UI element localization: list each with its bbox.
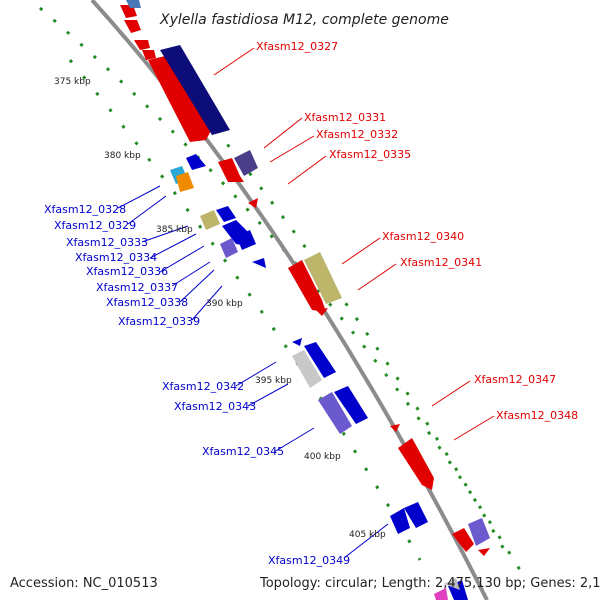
leader-0342 xyxy=(235,361,277,387)
tick-label: 380 kbp xyxy=(104,151,141,161)
top-partial-genes xyxy=(120,0,156,60)
gene-label[interactable]: Xfasm12_0342 xyxy=(162,380,244,393)
gene-label[interactable]: Xfasm12_0328 xyxy=(44,203,126,216)
gene-xfasm12-0339 xyxy=(252,258,266,268)
leader-0345 xyxy=(273,427,315,453)
leader-0337 xyxy=(171,261,211,287)
tick-label: 400 kbp xyxy=(304,452,341,462)
gene-xfasm12-0337 xyxy=(220,238,238,258)
gene-xfasm12-0330 xyxy=(186,154,206,170)
gene-label[interactable]: Xfasm12_0334 xyxy=(75,251,157,264)
gene-xfasm12-0340-tail xyxy=(316,308,328,316)
gene-label[interactable]: Xfasm12_0332 xyxy=(316,128,398,141)
leader-0331 xyxy=(263,117,303,149)
map-title: Xylella fastidiosa M12, complete genome xyxy=(159,12,449,28)
gene-bottom-pink xyxy=(434,588,448,600)
leader-0328 xyxy=(117,185,161,209)
tick-label: 375 kbp xyxy=(54,77,91,87)
leader-0343 xyxy=(247,383,289,407)
gene-label[interactable]: Xfasm12_0345 xyxy=(202,445,284,458)
gene-partial-top-5 xyxy=(142,50,156,60)
gene-xfasm12-0349-b xyxy=(404,502,428,528)
gene-xfasm12-0345 xyxy=(334,386,368,424)
leader-0340 xyxy=(341,237,381,265)
gene-xfasm12-0338 xyxy=(236,230,256,250)
gene-xfasm12-0335 xyxy=(248,198,258,208)
leader-0332 xyxy=(269,135,315,163)
leader-0335 xyxy=(287,155,327,185)
gene-label[interactable]: Xfasm12_0341 xyxy=(400,256,482,269)
leader-0334 xyxy=(149,233,197,259)
leader-0348 xyxy=(453,415,495,441)
gene-partial-top-4 xyxy=(134,40,150,50)
gene-label[interactable]: Xfasm12_0327 xyxy=(256,40,338,53)
gene-xfasm12-0342 xyxy=(292,350,322,388)
tick-label: 390 kbp xyxy=(206,299,243,309)
ring-dots xyxy=(39,6,522,571)
reverse-gene-labels: Xfasm12_0328 Xfasm12_0329 Xfasm12_0333 X… xyxy=(44,203,350,567)
inner-ring-dots xyxy=(158,59,512,561)
gene-partial-top-3 xyxy=(126,0,141,8)
leader-0333 xyxy=(141,225,189,243)
gene-xfasm12-0349-a xyxy=(390,508,410,534)
forward-genes xyxy=(148,45,490,556)
leader-0327 xyxy=(213,47,255,76)
gene-label[interactable]: Xfasm12_0338 xyxy=(106,296,188,309)
gene-xfasm12-0348-a xyxy=(452,528,474,552)
leader-0338 xyxy=(179,269,215,303)
gene-label[interactable]: Xfasm12_0336 xyxy=(86,265,168,278)
gene-label[interactable]: Xfasm12_0333 xyxy=(66,236,148,249)
gene-label[interactable]: Xfasm12_0335 xyxy=(329,148,411,161)
gene-xfasm12-0347-marker xyxy=(390,424,400,432)
gene-xfasm12-0334 xyxy=(216,206,236,222)
gene-xfasm12-0342-c xyxy=(292,338,302,346)
accession-text: Accession: NC_010513 xyxy=(10,576,158,591)
gene-xfasm12-0329 xyxy=(176,172,194,192)
leader-0349 xyxy=(343,523,389,559)
gene-xfasm12-0331 xyxy=(234,150,258,176)
gene-xfasm12-0347 xyxy=(398,438,434,490)
leader-0329 xyxy=(127,195,167,225)
gene-xfasm12-0327-b xyxy=(160,45,230,135)
leader-0347 xyxy=(431,380,471,407)
position-ticks: 375 kbp 380 kbp 385 kbp 390 kbp 395 kbp … xyxy=(54,77,386,540)
tick-label: 395 kbp xyxy=(255,376,292,386)
gene-partial-top-2 xyxy=(124,20,141,33)
gene-xfasm12-0348-c xyxy=(478,548,490,556)
leader-0339 xyxy=(191,285,223,321)
gene-xfasm12-0341 xyxy=(304,252,342,304)
gene-xfasm12-0340 xyxy=(288,260,326,312)
gene-bottom-grey xyxy=(444,578,460,590)
gene-label[interactable]: Xfasm12_0331 xyxy=(304,111,386,124)
reverse-genes xyxy=(170,154,468,600)
gene-label[interactable]: Xfasm12_0337 xyxy=(96,281,178,294)
gene-partial-top-1 xyxy=(120,5,137,18)
leader-0341 xyxy=(357,263,397,291)
gene-label[interactable]: Xfasm12_0348 xyxy=(496,409,578,422)
topology-text: Topology: circular; Length: 2,475,130 bp… xyxy=(259,576,600,591)
tick-label: 405 kbp xyxy=(349,530,386,540)
gene-xfasm12-0348-b xyxy=(468,518,490,546)
gene-xfasm12-0343 xyxy=(318,392,352,434)
label-leader-lines xyxy=(117,47,495,559)
gene-label[interactable]: Xfasm12_0340 xyxy=(382,230,464,243)
forward-gene-labels: Xfasm12_0327 Xfasm12_0331 Xfasm12_0332 X… xyxy=(256,40,578,422)
gene-label[interactable]: Xfasm12_0343 xyxy=(174,400,256,413)
gene-label[interactable]: Xfasm12_0329 xyxy=(54,219,136,232)
gene-label[interactable]: Xfasm12_0349 xyxy=(268,554,350,567)
tick-label: 385 kbp xyxy=(156,225,193,235)
gene-xfasm12-0332 xyxy=(218,158,244,182)
outer-ring-dots xyxy=(39,6,522,571)
gene-label[interactable]: Xfasm12_0339 xyxy=(118,315,200,328)
leader-0336 xyxy=(159,245,205,273)
gene-label[interactable]: Xfasm12_0347 xyxy=(474,373,556,386)
gene-xfasm12-0327-a xyxy=(148,55,214,142)
gene-xfasm12-0333 xyxy=(200,210,220,230)
gene-xfasm12-0342-b xyxy=(304,342,336,378)
